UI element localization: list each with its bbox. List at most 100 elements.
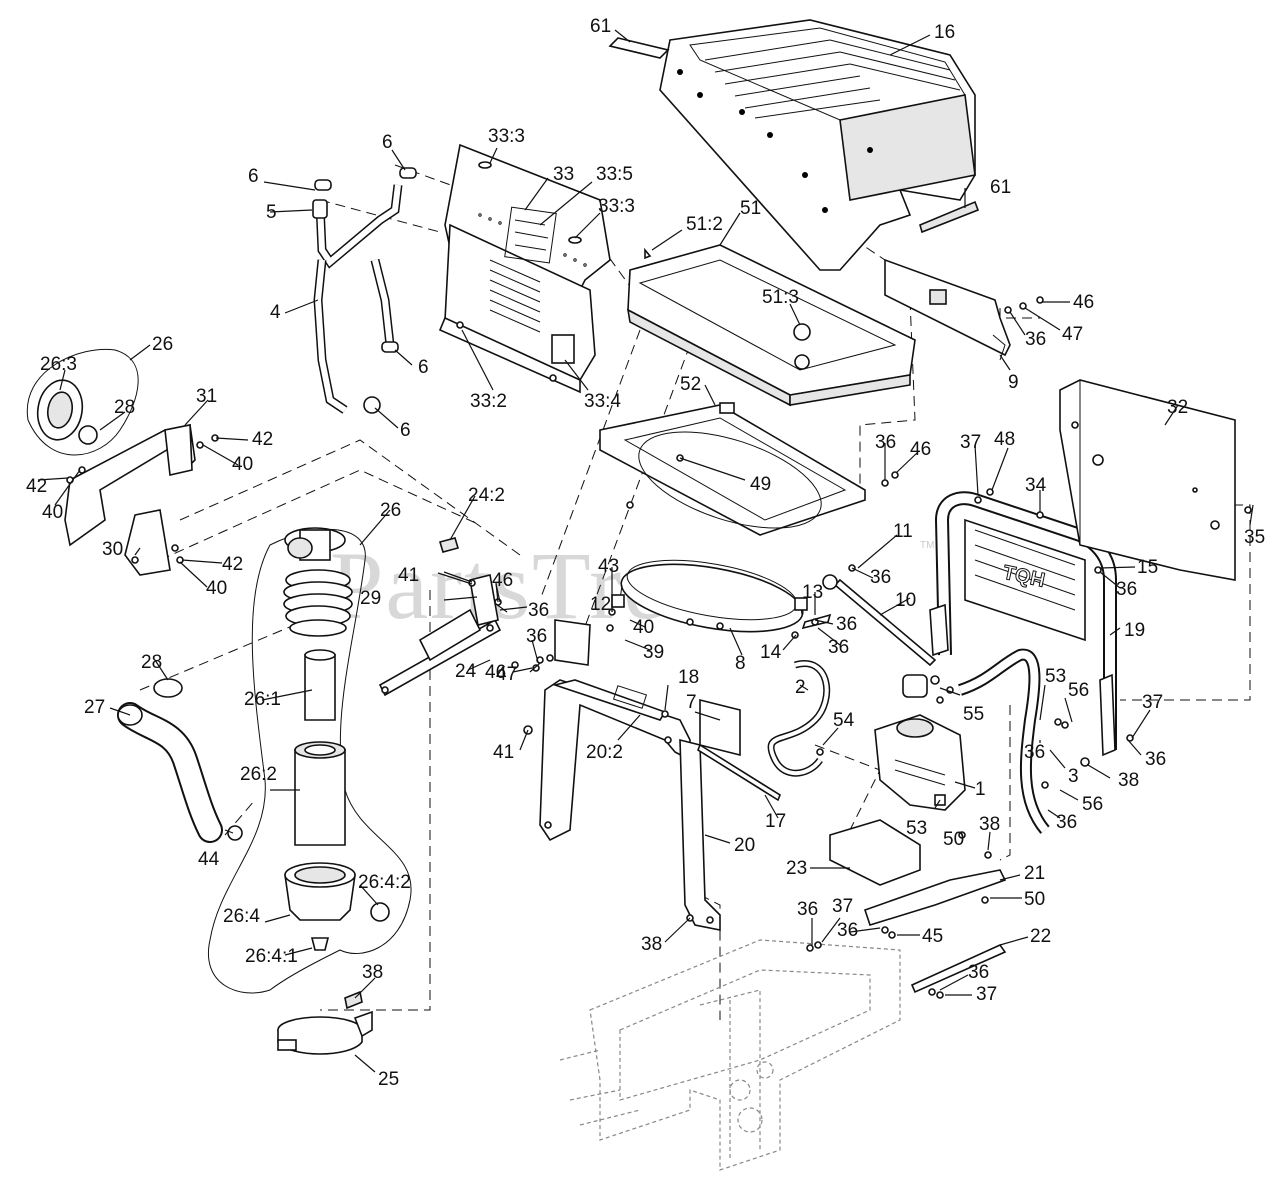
- callout-label: 41: [398, 565, 419, 586]
- bracket-9[interactable]: [884, 258, 1011, 361]
- callout-label: 8: [735, 653, 746, 674]
- callout-label: 36: [1024, 742, 1045, 763]
- bracket-21[interactable]: [863, 869, 1007, 926]
- callout-label: 10: [895, 590, 916, 611]
- callout-label: 28: [114, 397, 135, 418]
- callout-label: 41: [493, 742, 514, 763]
- roll-bar-19[interactable]: TQH: [929, 491, 1117, 757]
- callout-label: 36: [1145, 749, 1166, 770]
- callout-label: 51:2: [686, 214, 723, 235]
- tank-bracket-23[interactable]: [829, 819, 921, 886]
- bolt-46-lower[interactable]: [626, 501, 634, 509]
- clamp-28[interactable]: [153, 678, 183, 698]
- callout-label: 35: [1244, 527, 1265, 548]
- callout-label: 21: [1024, 863, 1045, 884]
- callout-label: 20:2: [586, 742, 623, 763]
- callout-label: 6: [400, 420, 411, 441]
- callout-label: 26: [380, 500, 401, 521]
- callout-label: 17: [765, 811, 786, 832]
- callout-label: 30: [102, 539, 123, 560]
- callout-label: 49: [750, 474, 771, 495]
- bracket-22[interactable]: [910, 943, 1007, 994]
- air-cleaner-assembly-26[interactable]: [207, 527, 412, 994]
- plug-26-4-2: [370, 902, 390, 922]
- hose-clamp-6c[interactable]: [381, 341, 399, 353]
- support-frame-20[interactable]: [539, 619, 721, 931]
- callout-label: 38: [1118, 770, 1139, 791]
- callout-label: 36: [797, 899, 818, 920]
- support-bar-24[interactable]: [378, 608, 502, 697]
- callout-label: 18: [678, 667, 699, 688]
- nut-36-shroud[interactable]: [881, 479, 889, 487]
- callout-label: 5: [266, 202, 277, 223]
- bolt-46-shroud[interactable]: [891, 471, 899, 479]
- mounting-band-25[interactable]: [277, 990, 373, 1055]
- rod-17[interactable]: [697, 743, 781, 802]
- callout-label: 38: [979, 814, 1000, 835]
- fan-shroud-52[interactable]: [599, 402, 866, 547]
- callout-label: 46: [492, 570, 513, 591]
- coolant-reservoir-1[interactable]: [874, 674, 966, 811]
- callout-label: 40: [633, 617, 654, 638]
- callout-label: 6: [418, 357, 429, 378]
- callout-label: 33: [553, 164, 574, 185]
- hose-assembly-4[interactable]: [313, 184, 403, 414]
- callout-label: 47: [496, 664, 517, 685]
- callout-label: 16: [934, 22, 955, 43]
- callout-label: 19: [1124, 620, 1145, 641]
- callout-label: 24:2: [468, 485, 505, 506]
- callout-label: 12: [590, 594, 611, 615]
- callout-label: 36: [837, 920, 858, 941]
- panel-grille: [489, 259, 541, 333]
- callout-label: 40: [42, 502, 63, 523]
- spring-13-eye[interactable]: [822, 574, 838, 590]
- callout-label: 61: [590, 16, 611, 37]
- hose-fitting-5[interactable]: [312, 199, 328, 219]
- control-panel-33[interactable]: [438, 143, 611, 394]
- plate-39: [554, 619, 591, 666]
- callout-label: 38: [362, 962, 383, 983]
- plate-7[interactable]: [699, 698, 741, 757]
- callout-label: 45: [922, 926, 943, 947]
- decal-61-side[interactable]: [919, 200, 980, 234]
- callout-label: 44: [198, 849, 220, 870]
- callout-label: 46: [1073, 292, 1094, 313]
- callout-label: 26:4: [223, 906, 260, 927]
- intake-hose-27[interactable]: [117, 702, 223, 843]
- radiator-cap-51-3[interactable]: [793, 323, 811, 341]
- callout-label: 55: [963, 704, 984, 725]
- callout-label: 36: [1025, 329, 1046, 350]
- rear-plate-32[interactable]: [1059, 379, 1236, 581]
- callout-label: 6: [248, 166, 259, 187]
- clamp-44[interactable]: [227, 825, 243, 841]
- callout-label: 51: [740, 198, 761, 219]
- callout-label: 36: [828, 637, 849, 658]
- hood-assembly[interactable]: [659, 19, 976, 271]
- callout-label: 4: [270, 302, 281, 323]
- callout-label: 36: [1056, 812, 1077, 833]
- callout-label: 50: [943, 829, 964, 850]
- callout-label: 26:4:1: [245, 946, 298, 967]
- leader-lines: [37, 29, 1254, 1073]
- hose-clamp-6a[interactable]: [314, 179, 332, 191]
- callout-label: 26:3: [40, 354, 77, 375]
- callout-label: 56: [1082, 794, 1103, 815]
- callout-label: 40: [232, 454, 253, 475]
- callout-label: 52: [680, 374, 701, 395]
- bracket-29[interactable]: [469, 574, 499, 626]
- reservoir-cap: [902, 674, 928, 698]
- callout-label: 46: [910, 439, 931, 460]
- callout-label: 36: [1116, 579, 1137, 600]
- air-cleaner-bellows: [283, 569, 353, 637]
- callout-label: 40: [206, 578, 227, 599]
- callout-label: 56: [1068, 680, 1089, 701]
- callout-label: 43: [598, 556, 619, 577]
- fasteners-46-47-36[interactable]: [1004, 296, 1044, 314]
- fan-guard-8[interactable]: [611, 549, 808, 643]
- bracket-30[interactable]: [124, 509, 184, 576]
- air-cleaner-cover-group-26-top[interactable]: [26, 348, 139, 456]
- callout-label: 36: [875, 432, 896, 453]
- hose-clamp-6b[interactable]: [399, 167, 417, 179]
- decal-61-top[interactable]: [608, 37, 670, 59]
- radiator-51[interactable]: [626, 244, 916, 407]
